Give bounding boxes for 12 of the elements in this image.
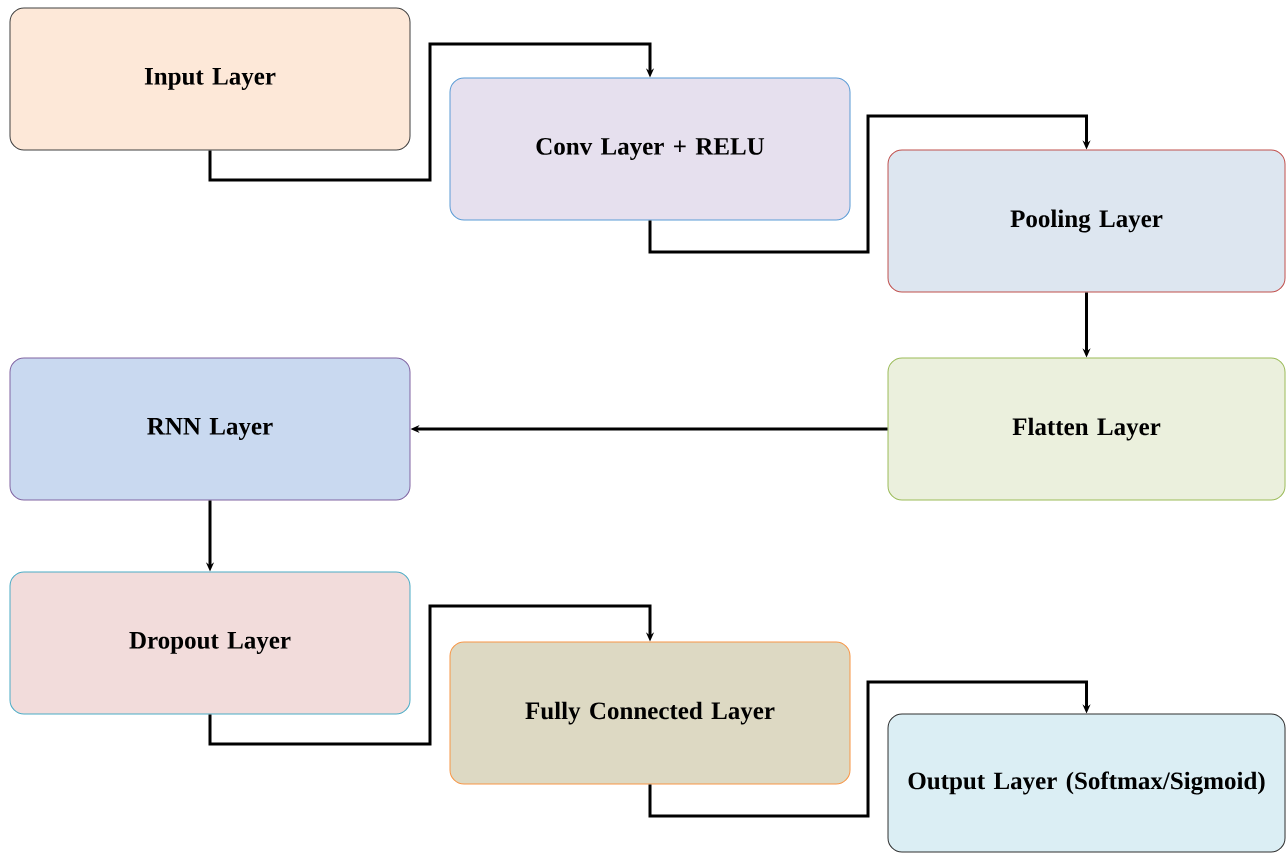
arrow (648, 114, 1091, 254)
layer-box: Fully Connected Layer (449, 641, 851, 785)
layer-box: Conv Layer + RELU (449, 77, 851, 221)
layer-box: Pooling Layer (887, 149, 1286, 293)
arrow (208, 604, 655, 746)
layer-box: Output Layer (Softmax/Sigmoid) (887, 713, 1286, 853)
layer-box: RNN Layer (9, 357, 411, 501)
arrow (208, 42, 655, 182)
arrow (648, 680, 1091, 818)
layer-box: Flatten Layer (887, 357, 1286, 501)
layer-box: Dropout Layer (9, 571, 411, 715)
layer-box: Input Layer (9, 7, 411, 151)
